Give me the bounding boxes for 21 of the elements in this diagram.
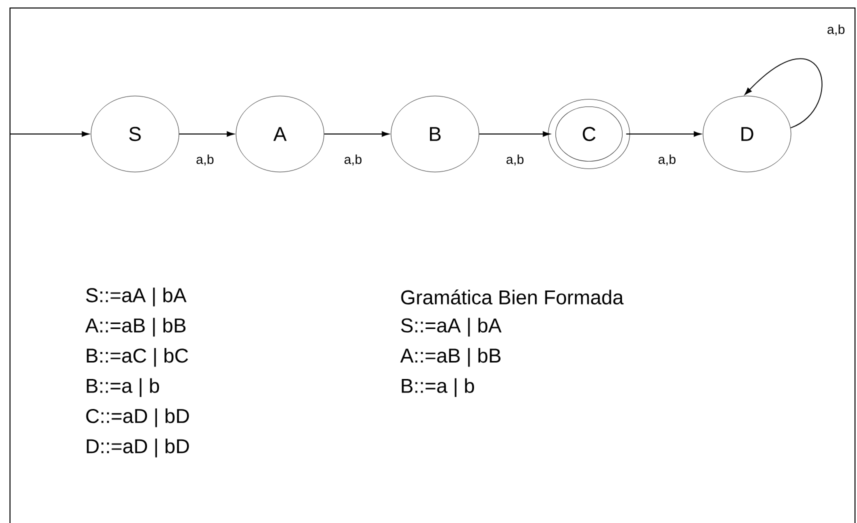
heading: Gramática Bien Formada	[401, 290, 624, 304]
arrow	[10, 131, 90, 137]
arrow	[324, 131, 390, 137]
grammar-rule: A::=aB | bB	[400, 348, 500, 367]
edge-label: a,b	[504, 153, 526, 167]
grammar-rule: S::=aA | bA	[86, 288, 187, 306]
edge-label: a,b	[826, 23, 846, 37]
grammar-rule: A::=aB | bB	[85, 318, 186, 337]
edge-label: a,b	[342, 153, 364, 167]
grammar-rule: D::=aD | bD	[86, 438, 189, 458]
grammar-rule: B::=a | b	[402, 378, 474, 397]
arrow	[744, 58, 822, 128]
edge-label: a,b	[194, 153, 216, 167]
arrow	[626, 131, 702, 137]
arrow	[478, 131, 550, 137]
edge-label: a,b	[656, 153, 678, 167]
arrow	[178, 131, 234, 137]
grammar-rule: C::=aD | bD	[86, 408, 189, 428]
grammar-rule: S::=aA | bA	[401, 318, 502, 337]
grammar-rule: B::=a | b	[86, 378, 160, 397]
grammar-rule: B::=aC | bC	[86, 348, 188, 367]
